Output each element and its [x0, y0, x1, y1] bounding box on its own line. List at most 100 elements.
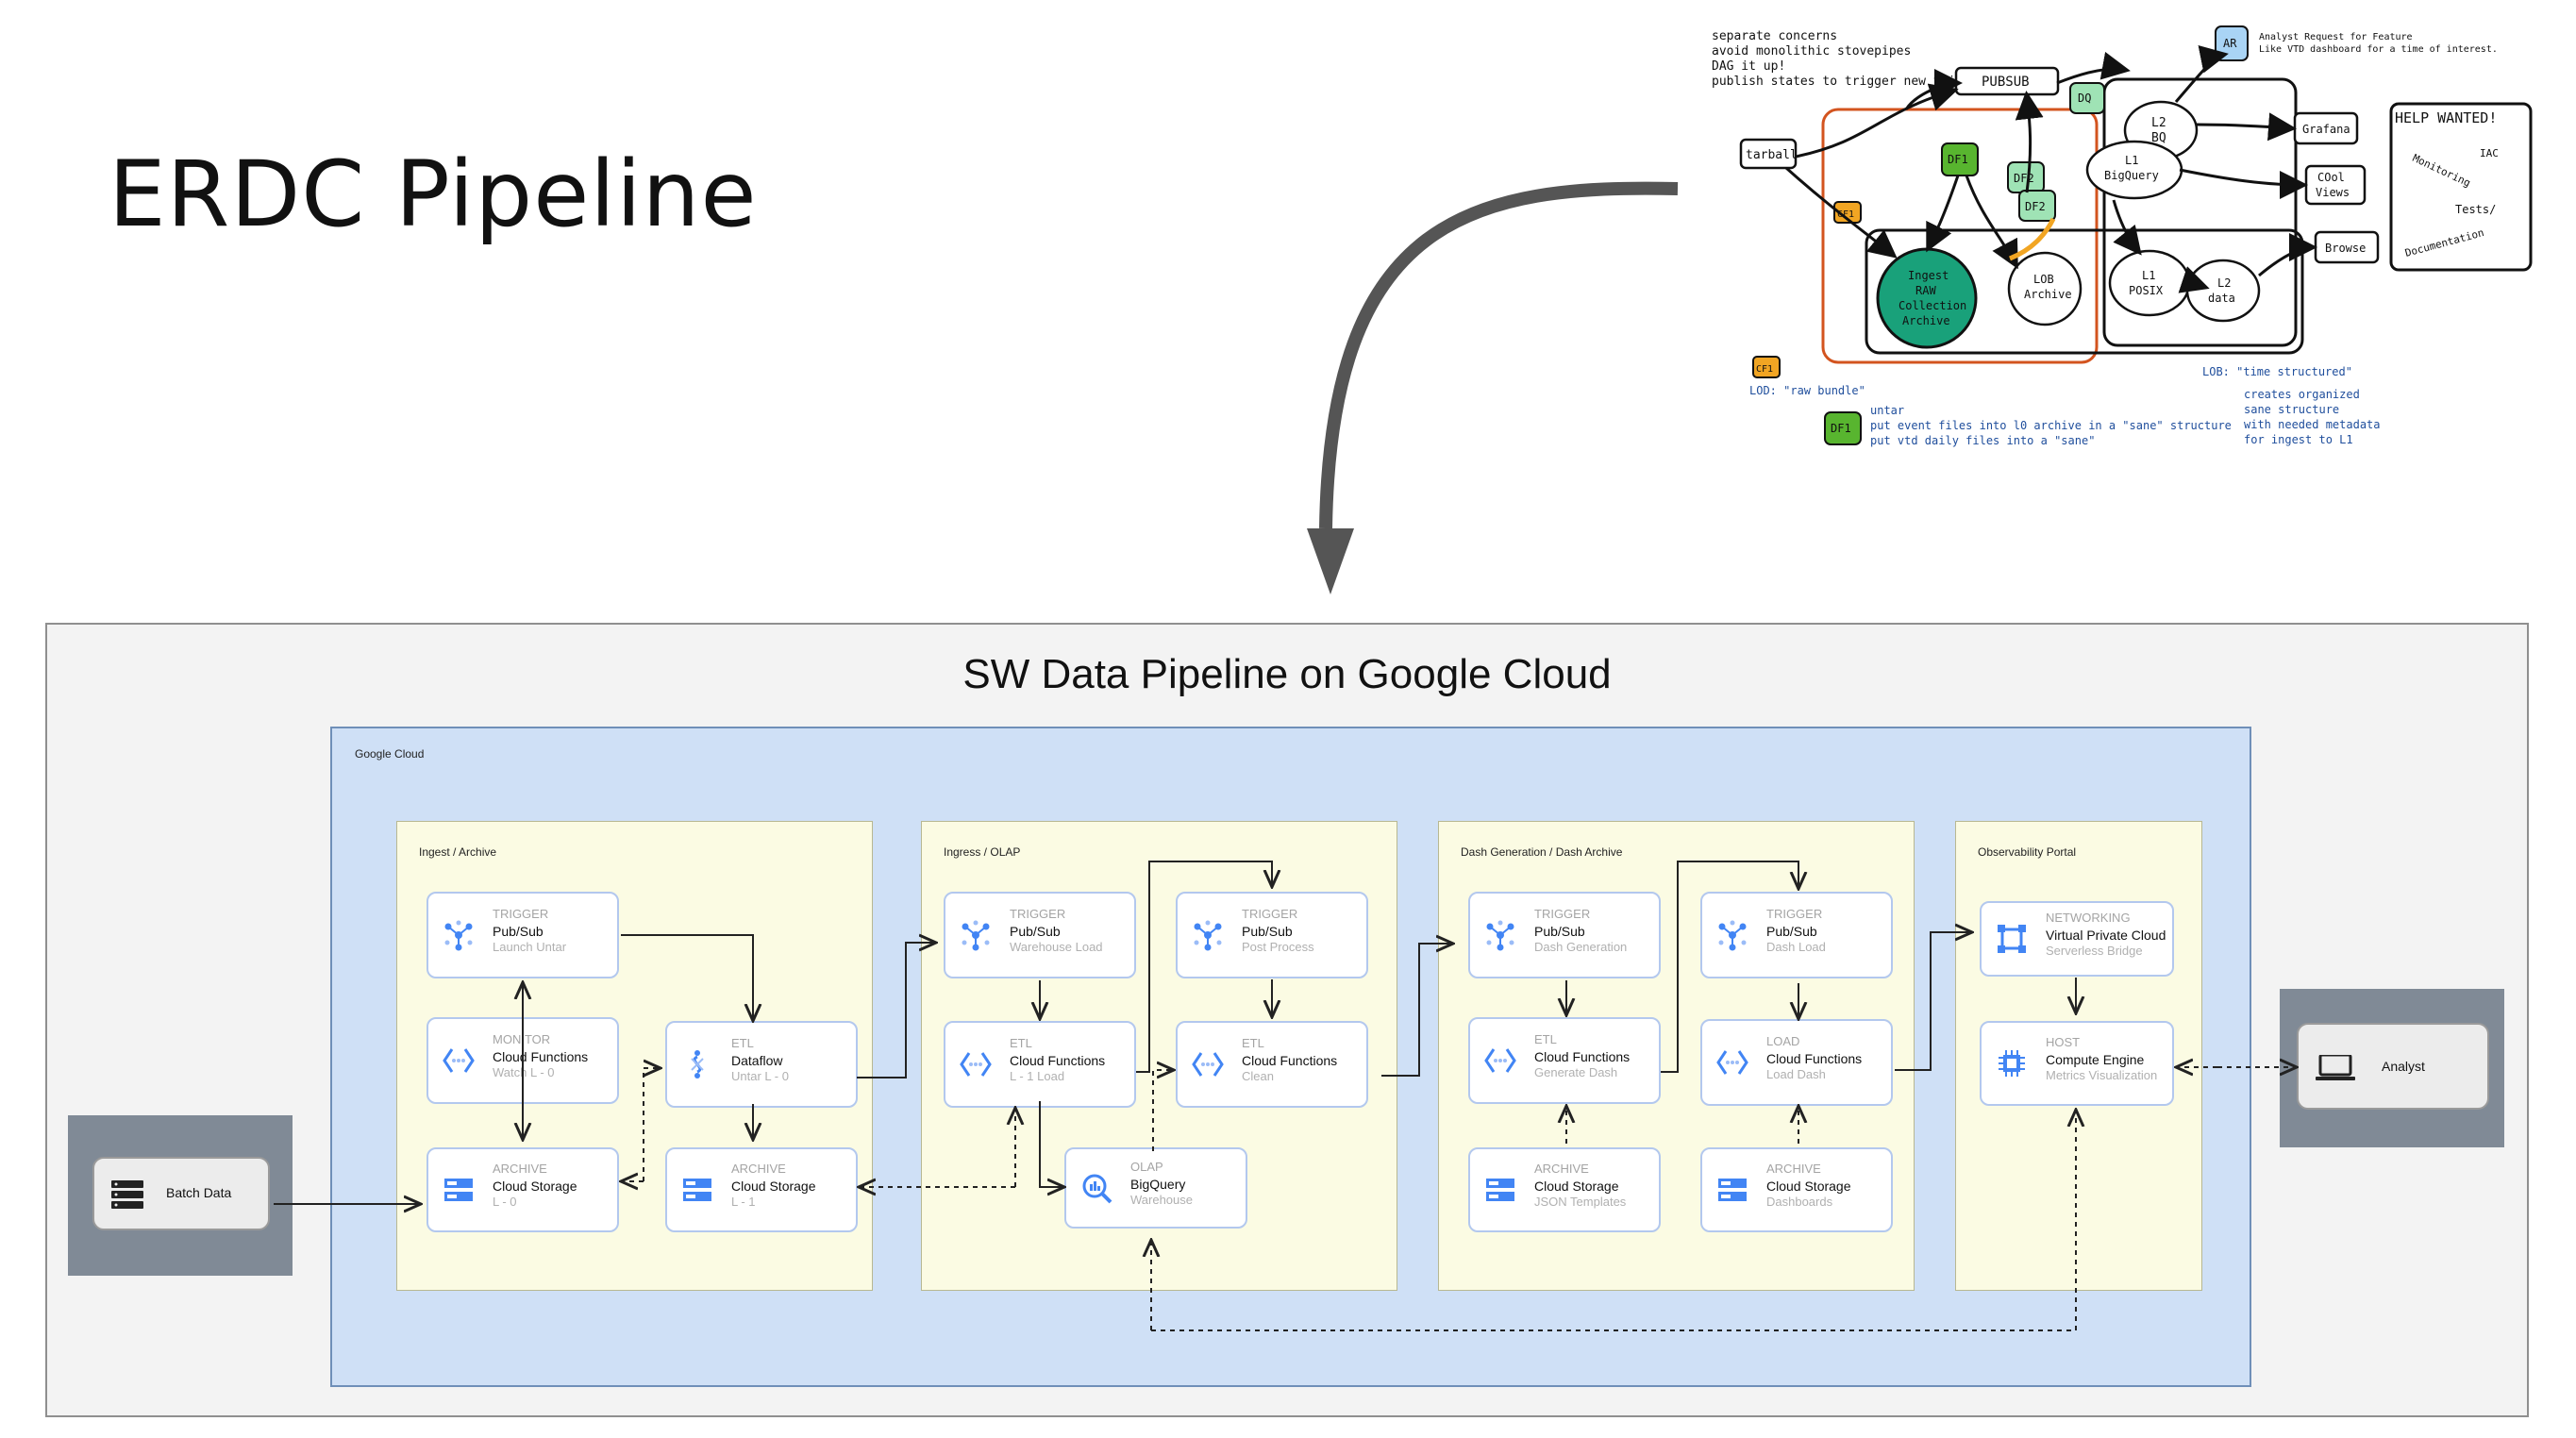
service-category: ETL	[1010, 1036, 1032, 1050]
sketch-note: publish states to trigger new things	[1712, 75, 1978, 89]
service-name: Pub/Sub	[1010, 924, 1061, 939]
sketch-note: separate concerns	[1712, 29, 1837, 43]
connector-dashed	[1152, 1070, 1174, 1151]
svg-text:POSIX: POSIX	[2129, 284, 2164, 297]
sketch-note: avoid monolithic stovepipes	[1712, 44, 1911, 59]
svg-text:with needed metadata: with needed metadata	[2244, 418, 2381, 431]
service-name: Compute Engine	[2046, 1052, 2145, 1067]
svg-text:put event files into l0 archiv: put event files into l0 archive in a "sa…	[1870, 419, 2232, 432]
service-name: Cloud Storage	[493, 1179, 577, 1194]
service-category: ETL	[1534, 1032, 1557, 1046]
connector-dashed	[643, 1068, 661, 1181]
service-name: Cloud Functions	[493, 1049, 589, 1064]
service-subtitle: Clean	[1242, 1069, 1274, 1083]
svg-text:Ingest: Ingest	[1908, 269, 1949, 282]
service-category: ARCHIVE	[493, 1162, 547, 1176]
svg-text:put vtd daily files into a "sa: put vtd daily files into a "sane"	[1870, 434, 2095, 447]
cloud-storage-icon	[1715, 1173, 1749, 1207]
connector	[1136, 861, 1272, 1073]
service-subtitle: L - 1 Load	[1010, 1069, 1065, 1083]
service-subtitle: Dashboards	[1766, 1195, 1833, 1209]
bigquery-icon	[1079, 1171, 1113, 1205]
pubsub-icon	[442, 918, 476, 952]
analyst-label: Analyst	[2382, 1059, 2425, 1074]
service-category: TRIGGER	[1010, 907, 1066, 921]
pubsub-icon	[1483, 918, 1517, 952]
svg-text:BQ: BQ	[2151, 131, 2166, 145]
cloud-storage-icon	[1483, 1173, 1517, 1207]
svg-text:Tests/: Tests/	[2455, 203, 2496, 216]
section-label: Ingress / OLAP	[944, 845, 1021, 859]
connector-dashed	[1151, 1110, 2076, 1331]
service-category: Host	[2046, 1035, 2081, 1049]
service-category: ARCHIVE	[1534, 1162, 1589, 1176]
service-subtitle: Warehouse Load	[1010, 940, 1103, 954]
svg-text:data: data	[2208, 292, 2235, 305]
service-subtitle: Dash Generation	[1534, 940, 1628, 954]
service-subtitle: Warehouse	[1130, 1193, 1193, 1207]
external-batch-data: Batch Data	[68, 1115, 293, 1276]
diagram-title: SW Data Pipeline on Google Cloud	[962, 651, 1612, 697]
sketch-note: DAG it up!	[1712, 59, 1785, 74]
analyst-button[interactable]: Analyst	[2297, 1023, 2489, 1110]
svg-text:L2: L2	[2151, 116, 2166, 130]
service-name: Pub/Sub	[493, 924, 544, 939]
cloud-functions-icon	[1191, 1047, 1225, 1081]
service-category: MONITOR	[493, 1032, 551, 1046]
section-label: Ingest / Archive	[419, 845, 497, 859]
pubsub-icon	[1715, 918, 1749, 952]
service-category: TRIGGER	[1766, 907, 1823, 921]
svg-text:CF1: CF1	[1756, 364, 1773, 375]
cloud-storage-icon	[680, 1173, 714, 1207]
laptop-icon	[2316, 1055, 2355, 1080]
service-name: Pub/Sub	[1766, 924, 1817, 939]
svg-text:Views: Views	[2316, 186, 2350, 199]
service-category: ARCHIVE	[731, 1162, 786, 1176]
cloud-functions-icon	[1715, 1045, 1749, 1079]
flow-arrow-head	[1307, 528, 1354, 594]
service-subtitle: L - 0	[493, 1195, 517, 1209]
service-category: ETL	[1242, 1036, 1264, 1050]
service-name: Cloud Functions	[1242, 1053, 1338, 1068]
svg-text:DQ: DQ	[2078, 92, 2091, 105]
svg-text:Grafana: Grafana	[2302, 123, 2350, 136]
connector	[1895, 932, 1972, 1071]
service-name: Pub/Sub	[1242, 924, 1293, 939]
batch-data-button[interactable]: Batch Data	[92, 1157, 270, 1230]
svg-text:LOD: "raw bundle": LOD: "raw bundle"	[1749, 384, 1865, 397]
service-category: OLAP	[1130, 1160, 1163, 1174]
connector	[1381, 944, 1453, 1077]
svg-text:Archive: Archive	[1902, 314, 1950, 327]
batch-data-label: Batch Data	[166, 1185, 232, 1200]
pubsub-icon	[1191, 918, 1225, 952]
service-subtitle: Post Process	[1242, 940, 1314, 954]
service-subtitle: Serverless Bridge	[2046, 944, 2143, 958]
service-subtitle: Dash Load	[1766, 940, 1826, 954]
section-label: Dash Generation / Dash Archive	[1461, 845, 1623, 859]
svg-text:creates organized: creates organized	[2244, 388, 2360, 401]
service-category: TRIGGER	[1242, 907, 1298, 921]
sketch-diagram: separate concerns avoid monolithic stove…	[1307, 25, 2533, 594]
svg-text:sane structure: sane structure	[2244, 403, 2339, 416]
svg-text:L1: L1	[2142, 269, 2155, 282]
service-subtitle: Launch Untar	[493, 940, 567, 954]
svg-text:Archive: Archive	[2024, 288, 2072, 301]
svg-text:Like VTD dashboard for a time: Like VTD dashboard for a time of interes…	[2259, 44, 2498, 55]
